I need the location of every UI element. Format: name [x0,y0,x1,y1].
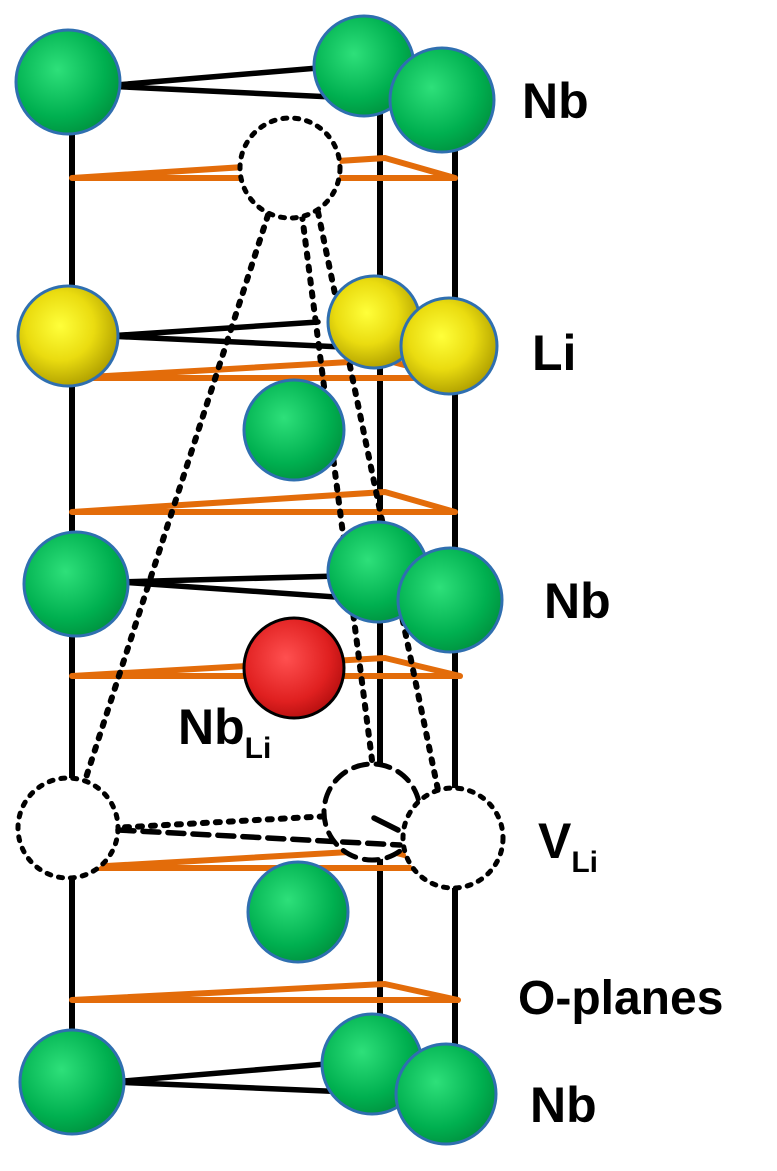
oxygen-plane-6 [69,981,461,1003]
oxygen-plane-3 [69,489,458,515]
label-li-vacancy-subscript: Li [571,846,598,879]
li-plane [16,274,499,396]
vacancy-bond-b [371,815,401,833]
nb-atom-interstitial [246,860,350,964]
nb-atom [396,546,504,654]
li-vacancy-plane [15,761,506,891]
bond-nb-bottom-a [109,1061,329,1085]
dotted-line-4 [109,813,333,831]
nb-atom [18,1028,126,1136]
label-li-vacancy: VLi [538,813,598,879]
label-nb-middle: Nb [544,573,611,629]
nb-atom [388,46,496,154]
label-nb-antisite-subscript: Li [245,732,272,765]
li-vacancy-site [400,785,506,891]
vacancy-bond-a [115,827,403,848]
nb-antisite-atom [242,616,346,720]
label-nb-top: Nb [522,73,589,129]
nb-atom [394,1042,498,1146]
label-nb-bottom: Nb [530,1077,597,1133]
nb-plane-bottom [18,1012,498,1146]
label-nb-antisite-main: Nb [178,699,245,755]
li-atom [16,284,120,388]
vacancy-site-top [237,115,343,221]
dotted-line-3 [315,209,441,793]
bond-nb-mid-a [117,573,341,585]
bond-nb-top-a [101,65,321,89]
dotted-line-2 [299,212,375,763]
label-o-planes: O-planes [518,972,723,1025]
dotted-line-1 [79,212,271,793]
label-li-vacancy-main: V [538,813,572,869]
vacancy-connection-lines [79,209,441,831]
nb-atom [22,530,130,638]
nb-atom [14,28,122,136]
label-nb-antisite: NbLi [178,699,271,765]
label-li: Li [532,325,576,381]
nb-atom-interstitial [242,378,346,482]
bond-li-a [105,319,321,339]
nb-plane-middle [22,520,504,654]
vacancy-plane-bonds [115,815,403,848]
nb-plane-top [14,14,496,154]
li-vacancy-site [15,775,121,881]
li-atom [399,296,499,396]
